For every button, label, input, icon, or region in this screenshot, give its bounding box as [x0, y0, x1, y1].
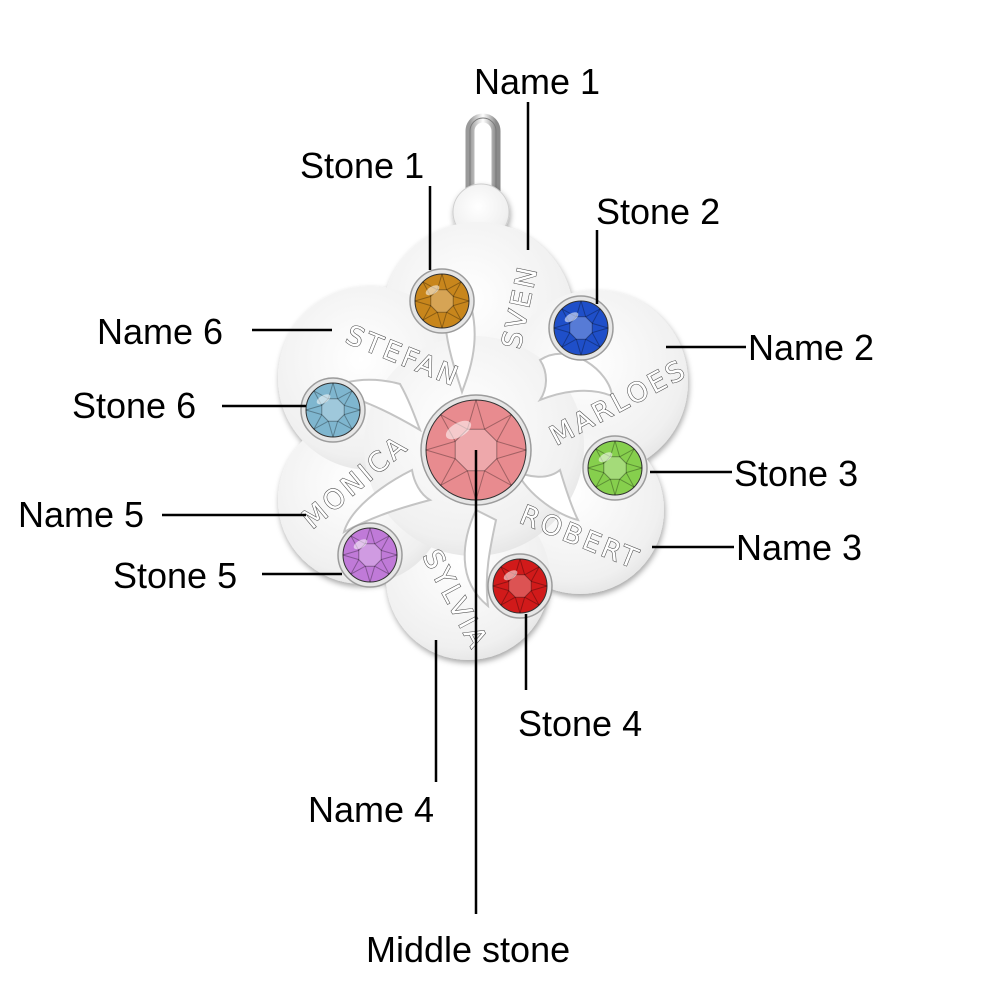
label-name-4: Name 4 — [308, 789, 435, 830]
stone-2-gem — [548, 295, 614, 361]
label-stone-1: Stone 1 — [300, 145, 425, 186]
label-stone-6: Stone 6 — [72, 385, 197, 426]
label-middle-stone: Middle stone — [366, 929, 571, 970]
gemstones — [300, 268, 648, 619]
label-name-2: Name 2 — [748, 327, 875, 368]
stone-4-gem — [487, 553, 553, 619]
label-stone-5: Stone 5 — [113, 555, 238, 596]
label-stone-2: Stone 2 — [596, 191, 721, 232]
label-name-5: Name 5 — [18, 494, 145, 535]
stone-6-gem — [300, 377, 366, 443]
label-name-6: Name 6 — [97, 311, 224, 352]
stone-3-gem — [582, 435, 648, 501]
callout-lines — [162, 102, 746, 914]
stone-1-gem — [409, 268, 475, 334]
label-stone-4: Stone 4 — [518, 703, 643, 744]
stone-5-gem — [337, 522, 403, 588]
label-stone-3: Stone 3 — [734, 453, 859, 494]
label-name-3: Name 3 — [736, 527, 863, 568]
label-name-1: Name 1 — [474, 61, 601, 102]
